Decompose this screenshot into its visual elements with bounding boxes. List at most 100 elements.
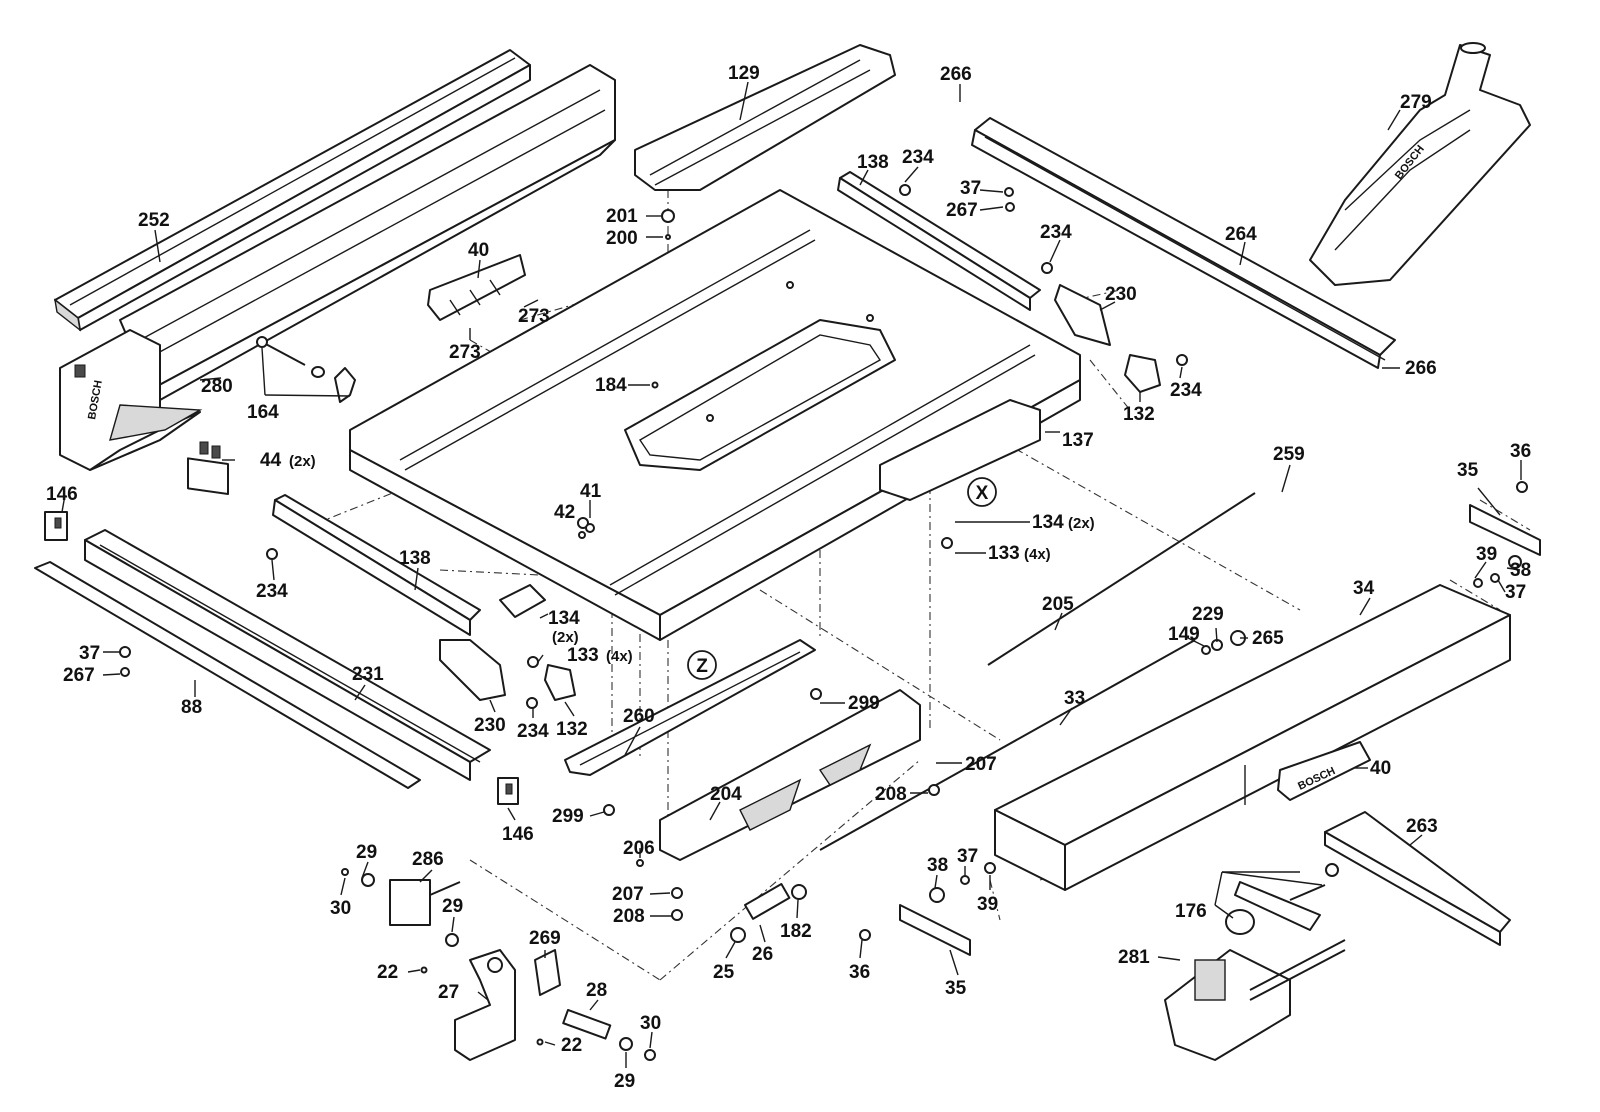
label-35-low: 35 xyxy=(945,978,967,999)
label-267-top: 267 xyxy=(946,200,978,221)
label-38-top: 38 xyxy=(1510,560,1531,581)
label-206: 206 xyxy=(623,838,655,859)
bracket-134-left xyxy=(499,584,546,618)
label-286: 286 xyxy=(412,849,444,870)
label-204: 204 xyxy=(710,784,742,805)
label-279: 279 xyxy=(1400,92,1432,113)
label-88: 88 xyxy=(181,697,202,718)
strip-138-top xyxy=(837,171,1041,311)
label-133-left-qty: (4x) xyxy=(606,648,633,665)
label-132-top: 132 xyxy=(1123,404,1155,425)
label-207-low: 207 xyxy=(612,884,644,905)
label-164: 164 xyxy=(247,402,279,423)
bracket-27 xyxy=(454,949,516,1061)
label-30-right: 30 xyxy=(640,1013,661,1034)
label-44-qty: (2x) xyxy=(289,453,316,470)
rod-205 xyxy=(987,492,1256,666)
label-149: 149 xyxy=(1168,624,1200,645)
scale-88 xyxy=(34,561,421,789)
label-34: 34 xyxy=(1353,578,1375,599)
label-184: 184 xyxy=(595,375,627,396)
label-134-right: 134 xyxy=(1032,512,1064,533)
label-29-mid: 29 xyxy=(442,896,463,917)
label-22-left: 22 xyxy=(377,962,398,983)
fence-280: BOSCH xyxy=(59,64,616,471)
part-labels: 129 266 279 252 138 234 37 267 201 200 4… xyxy=(46,63,1531,1092)
label-133-right-qty: (4x) xyxy=(1024,546,1051,563)
label-37-left: 37 xyxy=(79,643,100,664)
label-27: 27 xyxy=(438,982,459,1003)
label-182: 182 xyxy=(780,921,812,942)
label-36-low: 36 xyxy=(849,962,870,983)
strip-138-low xyxy=(272,494,481,636)
pin-28 xyxy=(562,1008,612,1040)
plate-35-low xyxy=(899,904,971,956)
label-138-top: 138 xyxy=(857,152,889,173)
label-26: 26 xyxy=(752,944,773,965)
leader-lines xyxy=(61,81,1522,1068)
spacer-26 xyxy=(744,883,791,920)
cover-plate-260 xyxy=(564,639,816,776)
label-263: 263 xyxy=(1406,816,1438,837)
label-299-top: 299 xyxy=(848,693,880,714)
marker-z-text: Z xyxy=(696,656,708,677)
bolt-164 xyxy=(256,336,356,403)
label-25: 25 xyxy=(713,962,735,983)
label-39-low: 39 xyxy=(977,894,998,915)
label-29-top: 29 xyxy=(356,842,377,863)
label-44: 44 xyxy=(260,450,282,471)
label-234-right: 234 xyxy=(1170,380,1202,401)
extension-34 xyxy=(994,584,1511,891)
main-table-137 xyxy=(349,189,1081,641)
label-266-right: 266 xyxy=(1405,358,1437,379)
label-38-low: 38 xyxy=(927,855,948,876)
label-234-mid: 234 xyxy=(1040,222,1072,243)
label-30-left: 30 xyxy=(330,898,351,919)
label-230-top: 230 xyxy=(1105,284,1137,305)
marker-x-text: X xyxy=(976,483,989,504)
endcap-146-left xyxy=(44,511,68,541)
label-231: 231 xyxy=(352,664,384,685)
insert-plate-129 xyxy=(634,44,896,191)
label-22-right: 22 xyxy=(561,1035,582,1056)
label-265: 265 xyxy=(1252,628,1284,649)
label-146-right: 146 xyxy=(502,824,534,845)
label-266-top: 266 xyxy=(940,64,972,85)
label-138-low: 138 xyxy=(399,548,431,569)
label-299-low: 299 xyxy=(552,806,584,827)
label-134-right-qty: (2x) xyxy=(1068,515,1095,532)
bracket-132-top xyxy=(1124,354,1161,393)
rail-264 xyxy=(971,117,1396,369)
label-132-low: 132 xyxy=(556,719,588,740)
label-207-right: 207 xyxy=(965,754,997,775)
blade-guard-279: BOSCH xyxy=(1309,42,1531,286)
plate-40-top xyxy=(427,254,526,321)
clip-230-top xyxy=(1054,284,1111,346)
label-137: 137 xyxy=(1062,430,1094,451)
hardware xyxy=(119,184,1528,1061)
label-281: 281 xyxy=(1118,947,1150,968)
label-252: 252 xyxy=(138,210,170,231)
clamp-44 xyxy=(187,441,229,496)
bracket-269 xyxy=(534,949,561,996)
label-37-low: 37 xyxy=(957,846,978,867)
rod-33 xyxy=(819,639,1196,851)
label-269: 269 xyxy=(529,928,561,949)
label-129: 129 xyxy=(728,63,760,84)
label-208-right: 208 xyxy=(875,784,907,805)
label-205: 205 xyxy=(1042,594,1074,615)
miter-gauge-281 xyxy=(1164,939,1346,1061)
rail-263 xyxy=(1324,811,1511,946)
clip-230-low xyxy=(439,639,506,701)
label-35-top: 35 xyxy=(1457,460,1479,481)
bracket-132-low xyxy=(544,664,576,701)
label-234-low: 234 xyxy=(256,581,288,602)
label-42: 42 xyxy=(554,502,575,523)
label-36-top: 36 xyxy=(1510,441,1531,462)
plate-35-top xyxy=(1469,504,1541,556)
label-200: 200 xyxy=(606,228,638,249)
plate-176 xyxy=(1225,881,1326,935)
pivot-286 xyxy=(389,879,461,926)
label-259: 259 xyxy=(1273,444,1305,465)
